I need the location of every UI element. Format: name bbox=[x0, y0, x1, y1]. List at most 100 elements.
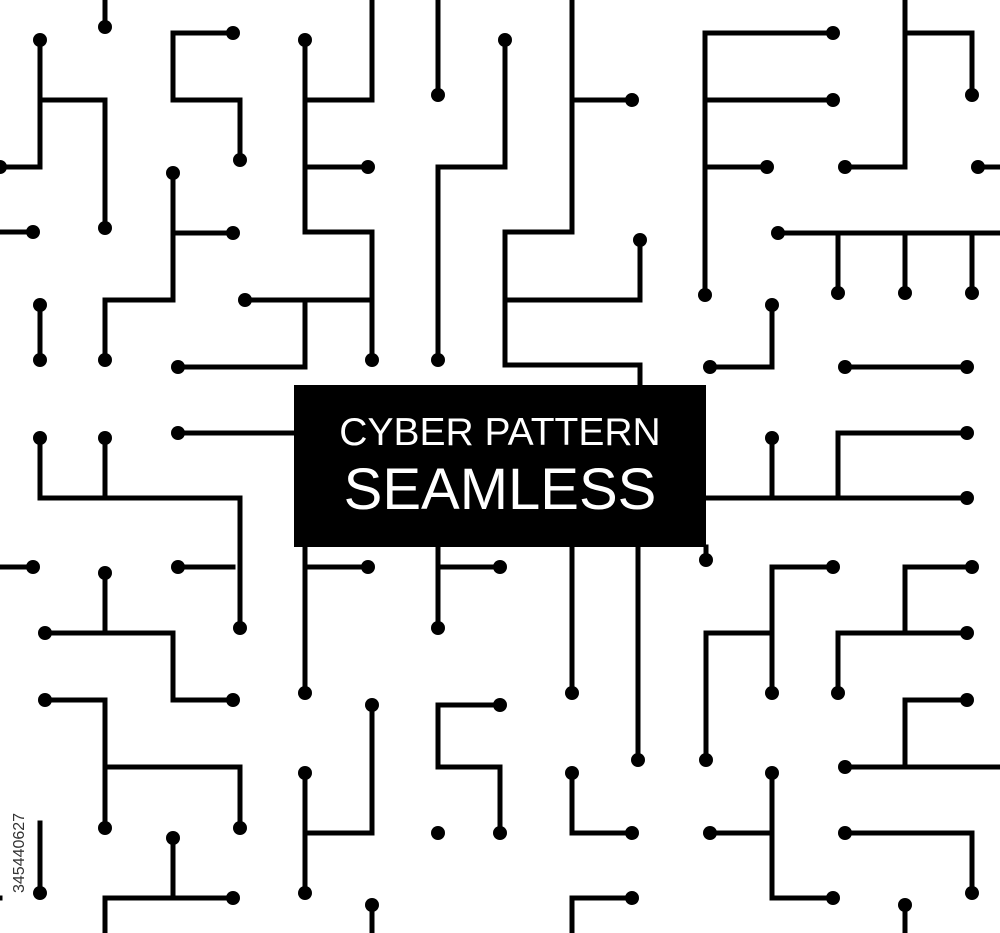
circuit-node bbox=[171, 360, 185, 374]
circuit-node bbox=[971, 160, 985, 174]
circuit-node bbox=[633, 233, 647, 247]
circuit-trace bbox=[435, 702, 503, 836]
circuit-node bbox=[960, 626, 974, 640]
circuit-node bbox=[226, 693, 240, 707]
circuit-node bbox=[838, 826, 852, 840]
circuit-node bbox=[965, 88, 979, 102]
circuit-trace bbox=[302, 702, 375, 836]
circuit-node bbox=[0, 160, 7, 174]
circuit-node bbox=[33, 298, 47, 312]
circuit-trace bbox=[175, 297, 308, 370]
circuit-node bbox=[98, 431, 112, 445]
circuit-node bbox=[765, 298, 779, 312]
circuit-trace bbox=[302, 0, 375, 103]
circuit-node bbox=[226, 226, 240, 240]
circuit-node bbox=[498, 33, 512, 47]
circuit-trace bbox=[902, 697, 970, 770]
circuit-node bbox=[33, 353, 47, 367]
circuit-trace bbox=[769, 770, 836, 901]
title-box: CYBER PATTERN SEAMLESS bbox=[294, 385, 706, 547]
circuit-node bbox=[565, 686, 579, 700]
circuit-trace bbox=[302, 37, 375, 363]
circuit-node bbox=[838, 160, 852, 174]
circuit-trace bbox=[842, 0, 908, 170]
circuit-node bbox=[838, 360, 852, 374]
circuit-node bbox=[238, 293, 252, 307]
circuit-trace bbox=[842, 830, 975, 896]
circuit-node bbox=[565, 766, 579, 780]
circuit-trace bbox=[102, 170, 176, 363]
circuit-trace bbox=[0, 37, 43, 170]
circuit-node bbox=[171, 560, 185, 574]
circuit-node bbox=[826, 891, 840, 905]
circuit-node bbox=[431, 826, 445, 840]
circuit-trace bbox=[703, 630, 775, 763]
circuit-node bbox=[233, 153, 247, 167]
circuit-node bbox=[703, 360, 717, 374]
title-line-1: CYBER PATTERN bbox=[339, 411, 661, 454]
circuit-node bbox=[631, 753, 645, 767]
circuit-node bbox=[166, 831, 180, 845]
circuit-node bbox=[698, 288, 712, 302]
circuit-node bbox=[965, 286, 979, 300]
circuit-trace bbox=[502, 237, 643, 303]
circuit-node bbox=[431, 353, 445, 367]
circuit-node bbox=[699, 753, 713, 767]
circuit-trace bbox=[102, 895, 236, 933]
circuit-node bbox=[26, 560, 40, 574]
circuit-node bbox=[625, 891, 639, 905]
circuit-trace bbox=[835, 630, 970, 696]
circuit-node bbox=[703, 826, 717, 840]
circuit-node bbox=[898, 286, 912, 300]
stock-id-text: 345440627 bbox=[11, 813, 28, 893]
circuit-node bbox=[98, 20, 112, 34]
circuit-node bbox=[98, 821, 112, 835]
circuit-node bbox=[98, 566, 112, 580]
circuit-node bbox=[493, 560, 507, 574]
circuit-node bbox=[765, 686, 779, 700]
circuit-node bbox=[765, 431, 779, 445]
circuit-trace bbox=[435, 37, 508, 363]
circuit-node bbox=[960, 360, 974, 374]
circuit-node bbox=[226, 26, 240, 40]
circuit-trace bbox=[170, 30, 243, 163]
circuit-node bbox=[765, 766, 779, 780]
circuit-node bbox=[898, 898, 912, 912]
circuit-node bbox=[960, 693, 974, 707]
circuit-node bbox=[760, 160, 774, 174]
circuit-trace bbox=[902, 30, 975, 98]
circuit-node bbox=[298, 886, 312, 900]
circuit-node bbox=[838, 760, 852, 774]
circuit-trace bbox=[902, 564, 975, 636]
circuit-node bbox=[365, 698, 379, 712]
circuit-trace bbox=[502, 0, 643, 393]
circuit-trace bbox=[769, 564, 836, 696]
circuit-node bbox=[298, 766, 312, 780]
circuit-trace bbox=[37, 435, 243, 631]
circuit-node bbox=[831, 686, 845, 700]
circuit-node bbox=[493, 826, 507, 840]
circuit-node bbox=[226, 891, 240, 905]
circuit-trace bbox=[42, 630, 236, 703]
circuit-node bbox=[33, 431, 47, 445]
circuit-node bbox=[826, 560, 840, 574]
circuit-trace bbox=[102, 764, 243, 831]
circuit-node bbox=[831, 286, 845, 300]
stock-id-watermark: 345440627 bbox=[11, 813, 28, 893]
circuit-node bbox=[431, 621, 445, 635]
circuit-node bbox=[625, 826, 639, 840]
circuit-node bbox=[38, 693, 52, 707]
circuit-trace bbox=[37, 97, 108, 231]
circuit-node bbox=[965, 560, 979, 574]
circuit-node bbox=[98, 221, 112, 235]
circuit-node bbox=[960, 426, 974, 440]
title-line-2: SEAMLESS bbox=[343, 457, 657, 522]
circuit-node bbox=[233, 621, 247, 635]
circuit-node bbox=[361, 560, 375, 574]
circuit-node bbox=[826, 93, 840, 107]
circuit-node bbox=[699, 553, 713, 567]
circuit-node bbox=[233, 821, 247, 835]
circuit-node bbox=[361, 160, 375, 174]
circuit-node bbox=[298, 33, 312, 47]
